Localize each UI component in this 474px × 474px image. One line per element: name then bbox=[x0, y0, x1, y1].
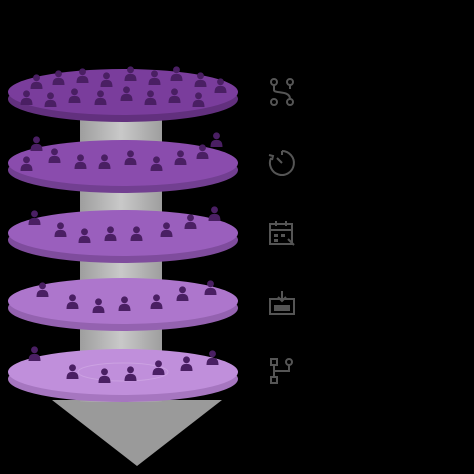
person-icon bbox=[210, 132, 223, 147]
legend-item-3 bbox=[264, 213, 310, 253]
arrow-head bbox=[52, 400, 222, 466]
person-icon bbox=[28, 346, 41, 361]
legend-item-2 bbox=[264, 143, 310, 183]
person-icon bbox=[30, 136, 43, 151]
tier-disc-3 bbox=[8, 210, 238, 263]
inbox-icon bbox=[264, 285, 300, 321]
legend-item-5 bbox=[264, 351, 310, 391]
flow-icon bbox=[264, 353, 300, 389]
tier-disc-5 bbox=[8, 349, 238, 402]
legend-item-4 bbox=[264, 283, 310, 323]
person-icon bbox=[208, 206, 221, 221]
clock-icon bbox=[264, 145, 300, 181]
calendar-icon bbox=[264, 215, 300, 251]
legend-item-1 bbox=[264, 72, 310, 112]
branch-icon bbox=[264, 74, 300, 110]
